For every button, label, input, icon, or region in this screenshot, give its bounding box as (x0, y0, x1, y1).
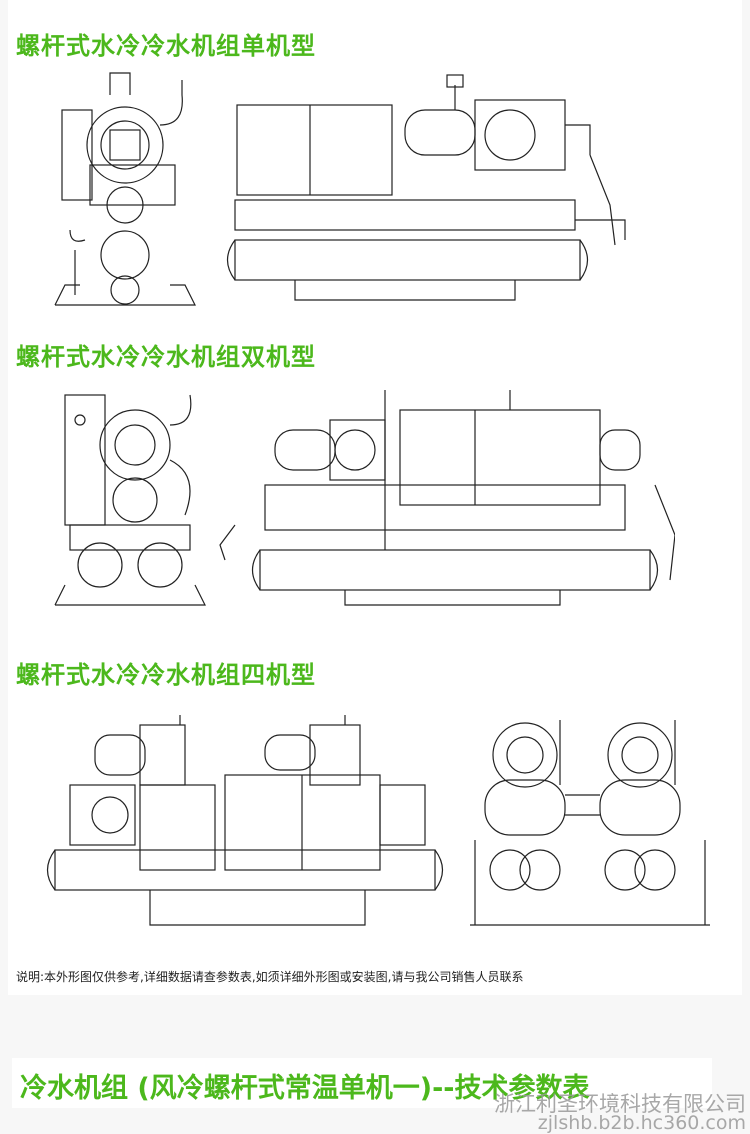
double-unit-end-view-drawing (54, 394, 206, 606)
single-unit-end-view-drawing (54, 72, 196, 306)
table-title-band (12, 1058, 712, 1108)
quad-unit-end-view-drawing (470, 720, 710, 926)
double-unit-side-view-drawing (219, 390, 675, 606)
single-unit-side-view-drawing (226, 74, 626, 301)
watermark-url: zjlshb.b2b.hc360.com (537, 1112, 746, 1134)
watermark-company: 浙江利圣环境科技有限公司 (494, 1092, 746, 1116)
drawing-sheet (8, 0, 742, 995)
quad-unit-side-view-drawing (46, 715, 444, 926)
section-title-quad: 螺杆式水冷冷水机组四机型 (16, 661, 316, 689)
drawing-disclaimer-note: 说明:本外形图仅供参考,详细数据请查参数表,如须详细外形图或安装图,请与我公司销… (16, 970, 524, 984)
parameter-table-title: 冷水机组 (风冷螺杆式常温单机一)--技术参数表 (20, 1073, 590, 1104)
section-title-single: 螺杆式水冷冷水机组单机型 (16, 32, 316, 60)
section-title-double: 螺杆式水冷冷水机组双机型 (16, 343, 316, 371)
